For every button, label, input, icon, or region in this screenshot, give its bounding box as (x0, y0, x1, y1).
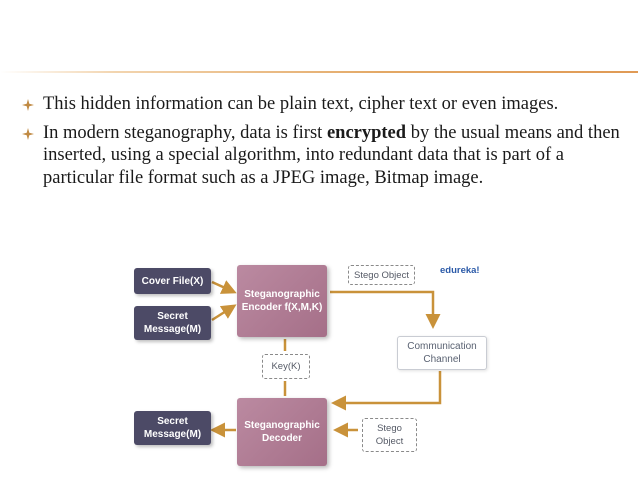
steganographic-encoder-box: Steganographic Encoder f(X,M,K) (237, 265, 327, 337)
stego-object-bottom-box: Stego Object (362, 418, 417, 452)
edureka-logo: edureka! (440, 265, 480, 276)
bullet-item-1: This hidden information can be plain tex… (22, 93, 622, 116)
steganographic-decoder-box: Steganographic Decoder (237, 398, 327, 466)
secret-message-output-box: Secret Message(M) (134, 411, 211, 445)
bullet-text-2-start: In modern steganography, data is first (43, 122, 327, 143)
arrow-channel-to-decoder (331, 371, 442, 411)
diamond-bullet-icon (22, 127, 34, 140)
stego-object-top-box: Stego Object (348, 265, 415, 285)
bullet-text-2-end: by the usual means and then inserted, us… (43, 122, 620, 188)
bullet-text-1: This hidden information can be plain tex… (43, 94, 559, 114)
arrow-secret-to-encoder (211, 304, 237, 322)
bullet-list: This hidden information can be plain tex… (22, 93, 622, 195)
bullet-item-2: In modern steganography, data is first e… (22, 122, 622, 190)
secret-message-input-box: Secret Message(M) (134, 306, 211, 340)
key-box: Key(K) (262, 354, 310, 379)
header-divider (0, 71, 638, 73)
arrow-encoder-to-channel (330, 290, 441, 329)
diamond-bullet-icon (22, 99, 34, 111)
communication-channel-box: Communication Channel (397, 336, 487, 370)
cover-file-box: Cover File(X) (134, 268, 211, 294)
arrow-cover-to-encoder (211, 280, 237, 294)
bullet-text-2-bold: encrypted (326, 122, 407, 143)
